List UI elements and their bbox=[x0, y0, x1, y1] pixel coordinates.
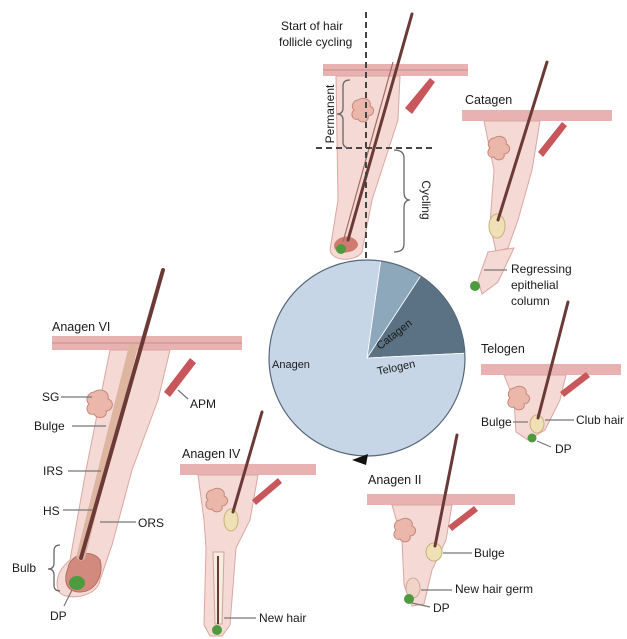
catagen-skin-layer bbox=[462, 110, 612, 121]
telogen-dermal-papilla bbox=[528, 434, 537, 443]
pie-label-anagen: Anagen bbox=[272, 359, 310, 371]
start-label-line-2: follicle cycling bbox=[279, 35, 352, 49]
anagen-ii-arrector-pili bbox=[448, 506, 478, 531]
catagen-arrector-pili bbox=[538, 122, 567, 157]
anagen-iv-dermal-papilla bbox=[212, 625, 222, 635]
new-hair-germ-label: New hair germ bbox=[455, 582, 533, 596]
regressing-label-line-2: epithelial bbox=[511, 278, 558, 292]
ors-label: ORS bbox=[138, 516, 164, 530]
anagen-iv-club bbox=[224, 509, 238, 531]
apm-label: APM bbox=[190, 397, 216, 411]
new-hair-label: New hair bbox=[259, 611, 306, 625]
hair-cycle-pie-chart bbox=[269, 260, 465, 456]
sg-label: SG bbox=[42, 390, 59, 404]
telogen-title: Telogen bbox=[481, 342, 525, 356]
catagen-regressing-column bbox=[478, 248, 514, 294]
cycling-bracket bbox=[394, 150, 410, 252]
top-dermal-papilla bbox=[336, 244, 346, 254]
irs-label: IRS bbox=[43, 464, 63, 478]
regressing-label-line-3: column bbox=[511, 294, 550, 308]
anagen-ii-bulge-label: Bulge bbox=[474, 546, 505, 560]
anagen-vi-dp-label: DP bbox=[50, 609, 67, 623]
start-label-line-1: Start of hair bbox=[281, 19, 343, 33]
top-follicle bbox=[323, 14, 468, 259]
anagen-ii-title: Anagen II bbox=[368, 473, 422, 487]
anagen-iv-title: Anagen IV bbox=[182, 447, 241, 461]
club-hair-label: Club hair bbox=[576, 413, 624, 427]
anagen-vi-title: Anagen VI bbox=[52, 320, 110, 334]
anagen-ii-skin-layer bbox=[367, 494, 515, 505]
permanent-label: Permanent bbox=[323, 84, 337, 143]
anagen-ii-follicle bbox=[367, 435, 515, 606]
bulb-label: Bulb bbox=[12, 561, 36, 575]
telogen-bulge-label: Bulge bbox=[481, 415, 512, 429]
anagen-vi-dermal-papilla bbox=[69, 576, 85, 590]
catagen-club bbox=[489, 214, 505, 238]
anagen-ii-dp-label: DP bbox=[433, 601, 450, 615]
telogen-dp-label: DP bbox=[555, 442, 572, 456]
regressing-label-line-1: Regressing bbox=[511, 262, 572, 276]
anagen-iv-follicle bbox=[180, 412, 316, 636]
hs-label: HS bbox=[43, 504, 60, 518]
catagen-dermal-papilla bbox=[470, 281, 480, 291]
anagen-vi-bulge-label: Bulge bbox=[34, 419, 65, 433]
cycling-label: Cycling bbox=[419, 180, 433, 219]
top-arrector-pili bbox=[405, 78, 435, 114]
catagen-title: Catagen bbox=[465, 93, 512, 107]
